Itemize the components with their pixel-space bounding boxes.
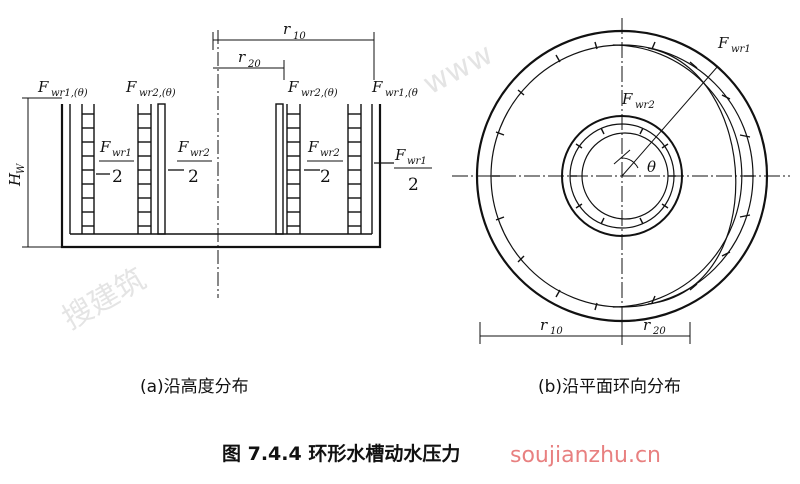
fwr2-theta-left-label: F <box>125 78 137 96</box>
figure-caption: 图 7.4.4 环形水槽动水压力 <box>222 442 460 465</box>
background-watermark-left: 搜建筑 <box>57 262 152 337</box>
fwr1-leader <box>621 65 719 177</box>
pressure-strip-outer-left <box>81 104 95 234</box>
pressure-strip-inner-right <box>286 104 301 234</box>
frac4-num: F <box>394 146 406 164</box>
r20-b-label: r <box>643 316 651 334</box>
fraction-fwr2-right: F wr2 2 <box>304 138 343 187</box>
frac3-num: F <box>307 138 319 156</box>
r10-b-sub: 10 <box>550 326 563 337</box>
fwr1-theta-right-label: F <box>371 78 383 96</box>
fwr2-label: F <box>621 90 633 108</box>
fraction-fwr1-right: F wr1 2 <box>374 146 432 195</box>
frac2-den: 2 <box>188 167 199 187</box>
r10-sub: 10 <box>293 31 306 42</box>
r10-b-label: r <box>540 316 548 334</box>
fwr2-theta-right-label: F <box>287 78 299 96</box>
frac3-den: 2 <box>320 167 331 187</box>
inner-wall-left <box>157 103 166 235</box>
r10-label: r <box>283 20 291 38</box>
panel-a-height-distribution: r 10 r 20 H W <box>6 20 432 397</box>
r20-sub: 20 <box>247 59 261 70</box>
frac1-num: F <box>99 138 111 156</box>
hw-sub: W <box>16 163 27 174</box>
site-watermark: soujianzhu.cn <box>510 443 661 468</box>
theta-label: θ <box>647 158 656 176</box>
r20-label: r <box>238 48 246 66</box>
fwr2-leader <box>613 149 631 165</box>
fwr2-theta-right-sub: wr2,(θ) <box>301 88 338 99</box>
theta-arc <box>621 157 639 169</box>
fraction-fwr2-left: F wr2 2 <box>168 138 212 187</box>
inner-radial-ticks <box>570 127 676 225</box>
fwr2-sub: wr2 <box>635 100 655 111</box>
fwr1-sub: wr1 <box>731 44 751 55</box>
r20-b-sub: 20 <box>652 326 666 337</box>
fwr1-theta-right-sub: wr1,(θ <box>385 88 418 99</box>
outer-radial-ticks <box>492 41 754 311</box>
outer-pressure-crescent <box>612 44 743 308</box>
fwr1-label: F <box>717 34 729 52</box>
hw-label: H <box>6 172 24 187</box>
frac4-den: 2 <box>408 175 419 195</box>
background-watermark-top: www <box>417 37 498 102</box>
fwr1-theta-left-sub: wr1,(θ) <box>51 88 88 99</box>
fwr2-theta-left-sub: wr2,(θ) <box>139 88 176 99</box>
pressure-strip-outer-right <box>347 104 362 234</box>
frac1-den: 2 <box>112 167 123 187</box>
caption-b: (b)沿平面环向分布 <box>538 377 681 397</box>
frac4-num-sub: wr1 <box>407 156 427 167</box>
frac3-num-sub: wr2 <box>320 148 340 159</box>
fwr1-theta-left-label: F <box>37 78 49 96</box>
caption-a: (a)沿高度分布 <box>140 377 249 397</box>
inner-wall-right <box>275 103 284 235</box>
panel-b-plan-distribution: F wr1 F wr2 θ r 10 r 20 (b)沿平面环向分布 <box>452 18 790 397</box>
frac2-num: F <box>177 138 189 156</box>
tank-outer-wall <box>60 104 382 249</box>
inner-ring-outer-edge <box>561 115 683 237</box>
pressure-strip-inner-left <box>137 104 152 234</box>
outer-ring-outer-edge <box>475 29 769 323</box>
frac2-num-sub: wr2 <box>190 148 210 159</box>
outer-pressure-boundary <box>647 47 737 305</box>
fraction-fwr1-left: F wr1 2 <box>96 138 134 187</box>
frac1-num-sub: wr1 <box>112 148 132 159</box>
